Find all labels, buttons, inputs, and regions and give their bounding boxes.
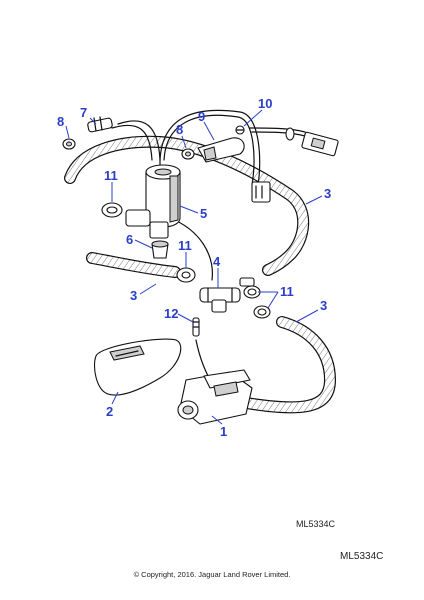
callout-3-left: 3 [130,288,137,303]
callout-5: 5 [200,206,207,221]
reference-code-outer: ML5334C [340,551,384,562]
reference-code-inner: ML5334C [296,519,336,529]
leader-lines [65,109,323,425]
callout-7: 7 [80,105,87,120]
callout-8-right: 8 [176,122,183,137]
callout-3-upper-right: 3 [324,186,331,201]
callout-4: 4 [213,254,221,269]
callout-1: 1 [220,424,227,439]
bracket-part-9 [197,137,245,163]
hose-clip-part-11-right-b [253,305,271,319]
callout-2: 2 [106,404,113,419]
hose-right [234,316,337,414]
fixing-pin-part-12 [192,317,200,337]
t-piece-part-4 [199,277,255,313]
nut-part-8-right [181,148,195,160]
callout-8-left: 8 [57,114,64,129]
tube-connector [251,181,271,203]
electrical-connector [285,127,339,157]
cover-part-2 [93,338,182,396]
callout-11-middle: 11 [178,238,192,253]
callout-10: 10 [258,96,272,111]
callout-6: 6 [126,232,133,247]
pump-part-5 [125,159,181,239]
screw-part-10 [235,125,245,135]
callout-12: 12 [164,306,178,321]
callout-9: 9 [198,109,205,124]
callout-11-right: 11 [280,284,294,299]
grommet-part-6 [151,240,169,259]
hose-clip-part-11-middle [176,267,196,283]
hose-clip-part-11-upper [101,202,123,218]
valve-part-1 [177,369,253,425]
callout-labels: 8 7 9 10 8 11 3 5 6 11 4 3 11 3 12 2 1 [57,96,331,439]
copyright-notice: © Copyright, 2016. Jaguar Land Rover Lim… [133,570,291,579]
hose-middle-left [86,252,181,278]
callout-11-upper: 11 [104,168,118,183]
callout-3-right: 3 [320,298,327,313]
nut-part-8-left [62,138,76,150]
hose-clip-part-11-right-a [243,285,261,299]
